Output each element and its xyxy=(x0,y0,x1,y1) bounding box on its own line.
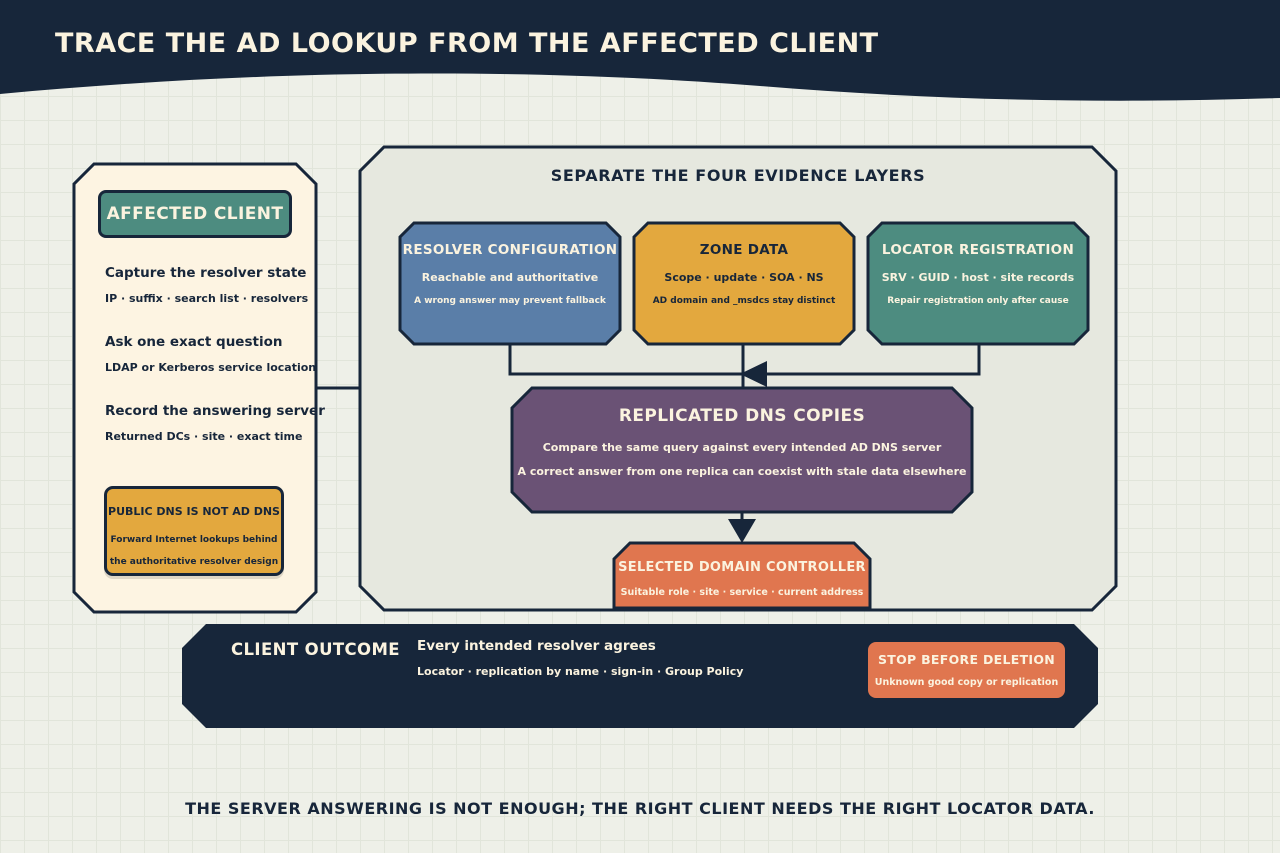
resolver-config-title: RESOLVER CONFIGURATION xyxy=(402,242,618,258)
step-2-detail: LDAP or Kerberos service location xyxy=(105,361,317,374)
resolver-config-note: A wrong answer may prevent fallback xyxy=(414,296,606,306)
locator-registration-text: LOCATOR REGISTRATION SRV · GUID · host ·… xyxy=(868,223,1088,344)
step-3-heading: Record the answering server xyxy=(105,403,325,419)
locator-registration-sub: SRV · GUID · host · site records xyxy=(881,271,1075,284)
step-2-heading: Ask one exact question xyxy=(105,334,283,350)
stop-sub: Unknown good copy or replication xyxy=(874,677,1059,688)
client-outcome-detail: Locator · replication by name · sign-in … xyxy=(417,665,744,678)
public-dns-callout: PUBLIC DNS IS NOT AD DNS Forward Interne… xyxy=(104,486,284,576)
replicated-copies-line-2: A correct answer from one replica can co… xyxy=(517,465,967,478)
replicated-copies-box xyxy=(510,386,974,514)
locator-registration-title: LOCATOR REGISTRATION xyxy=(881,242,1075,258)
affected-client-badge: AFFECTED CLIENT xyxy=(98,190,292,238)
replicated-copies-title: REPLICATED DNS COPIES xyxy=(618,406,866,426)
zone-data-box xyxy=(632,221,856,346)
step-3-detail: Returned DCs · site · exact time xyxy=(105,430,303,443)
public-dns-line-1: Forward Internet lookups behind xyxy=(110,535,278,545)
locator-registration-note: Repair registration only after cause xyxy=(887,296,1069,306)
client-outcome-label: CLIENT OUTCOME xyxy=(231,640,400,659)
zone-data-note: AD domain and _msdcs stay distinct xyxy=(652,296,836,306)
footer-note: THE SERVER ANSWERING IS NOT ENOUGH; THE … xyxy=(185,799,1095,818)
stop-heading: STOP BEFORE DELETION xyxy=(877,652,1056,667)
layer-connectors xyxy=(508,344,981,389)
public-dns-heading: PUBLIC DNS IS NOT AD DNS xyxy=(108,505,280,518)
merge-arrow-head xyxy=(740,361,767,387)
zone-data-sub: Scope · update · SOA · NS xyxy=(664,271,824,284)
header-banner xyxy=(0,0,1280,101)
step-1-detail: IP · suffix · search list · resolvers xyxy=(105,292,309,305)
public-dns-line-2: the authoritative resolver design xyxy=(109,557,279,567)
selected-dc-box xyxy=(612,541,872,610)
resolver-config-sub: Reachable and authoritative xyxy=(421,271,599,284)
selected-dc-sub: Suitable role · site · service · current… xyxy=(620,587,864,598)
step-1-heading: Capture the resolver state xyxy=(105,265,307,281)
zone-data-text: ZONE DATA Scope · update · SOA · NS AD d… xyxy=(634,223,854,344)
selected-dc-title: SELECTED DOMAIN CONTROLLER xyxy=(618,560,866,575)
client-outcome-heading: Every intended resolver agrees xyxy=(417,638,656,654)
down-arrow-head xyxy=(728,519,756,543)
zone-data-title: ZONE DATA xyxy=(699,242,789,258)
replicated-copies-line-1: Compare the same query against every int… xyxy=(542,441,942,454)
resolver-config-box xyxy=(398,221,622,346)
evidence-panel-title: SEPARATE THE FOUR EVIDENCE LAYERS xyxy=(550,166,926,185)
page-title: TRACE THE AD LOOKUP FROM THE AFFECTED CL… xyxy=(55,28,879,59)
stop-before-deletion-callout: STOP BEFORE DELETION Unknown good copy o… xyxy=(868,642,1065,698)
resolver-config-text: RESOLVER CONFIGURATION Reachable and aut… xyxy=(400,223,620,344)
evidence-panel xyxy=(358,145,1118,612)
locator-registration-box xyxy=(866,221,1090,346)
